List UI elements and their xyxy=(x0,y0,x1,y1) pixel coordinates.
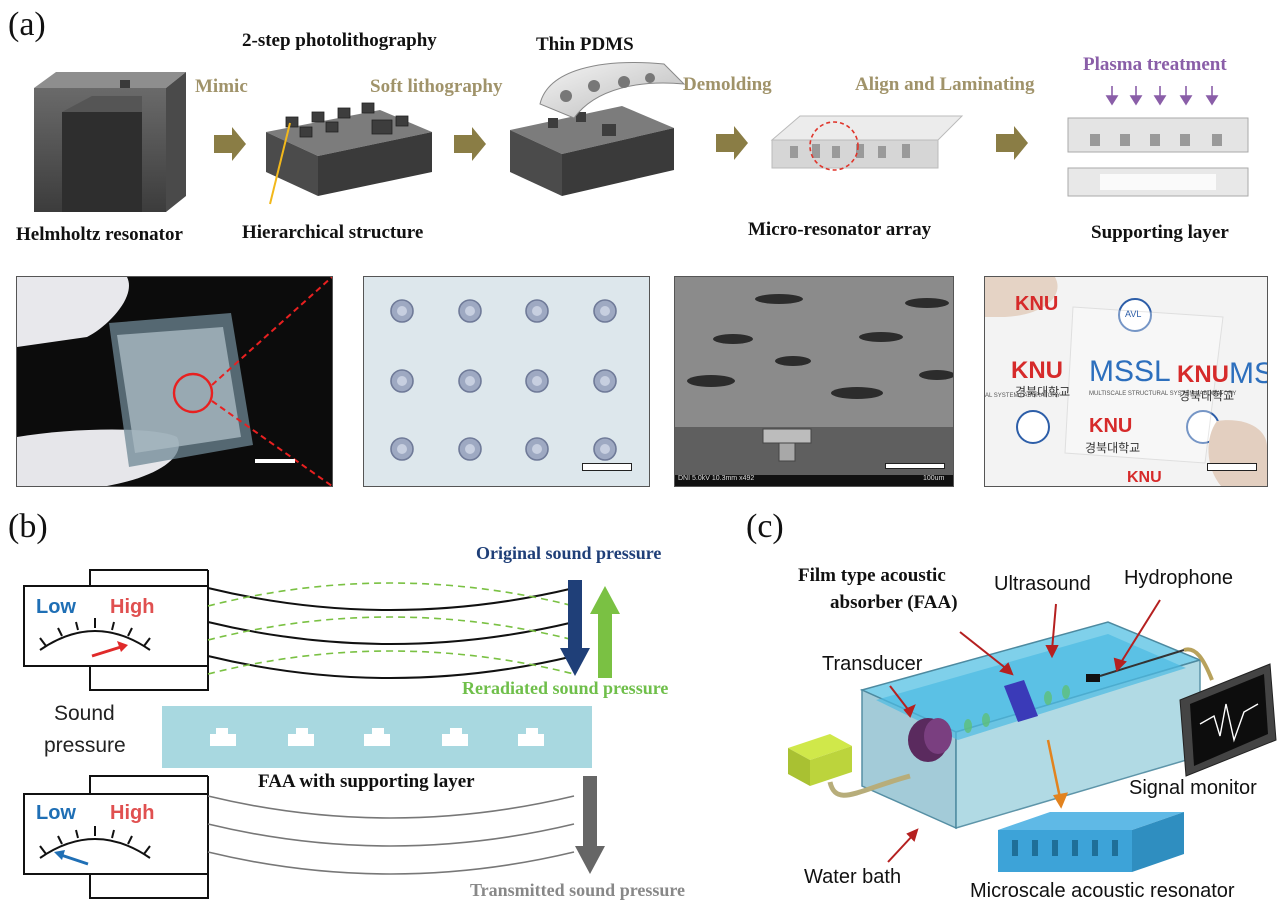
logo-background xyxy=(985,277,1267,486)
panel-b-letter: (b) xyxy=(8,508,48,545)
logo-knu-2: KNU xyxy=(1011,357,1063,384)
scale-bar xyxy=(255,459,295,463)
micrograph-dots xyxy=(390,299,617,461)
transducer-label: Transducer xyxy=(822,653,923,675)
bottom-gauge-high-label: High xyxy=(110,802,155,824)
photo-sem: DNI 5.0kV 10.3mm x492 100um xyxy=(674,276,954,487)
demolding-label: Demolding xyxy=(683,74,772,95)
panel-b-diagram xyxy=(23,569,620,899)
supporting-layer-caption: Supporting layer xyxy=(1091,222,1229,243)
hierarchical-structure-block xyxy=(266,102,432,205)
reradiated-sound-label: Reradiated sound pressure xyxy=(462,678,669,698)
mimic-label: Mimic xyxy=(195,76,248,97)
thin-pdms-block xyxy=(510,62,686,196)
sound-pressure-label-line-1: Sound xyxy=(54,702,115,725)
logo-knu-1: KNU xyxy=(1015,293,1059,315)
sem-info-right: 100um xyxy=(923,475,945,482)
logo-knu-korean-2: 경북대학교 xyxy=(1179,389,1235,403)
logo-mssl-2: MSSL xyxy=(1229,357,1267,390)
bottom-gauge-low-label: Low xyxy=(36,802,76,824)
hierarchical-caption: Hierarchical structure xyxy=(242,222,424,243)
logo-knu-korean-3: 경북대학교 xyxy=(1085,441,1141,455)
micro-array-caption: Micro-resonator array xyxy=(748,219,932,240)
logo-avl: AVL xyxy=(1125,309,1142,319)
sem-drawing xyxy=(675,277,953,486)
photo-optical-micrograph xyxy=(363,276,650,487)
microscale-resonator-label: Microscale acoustic resonator xyxy=(970,880,1235,902)
top-gauge-low-label: Low xyxy=(36,596,76,618)
ultrasound-label: Ultrasound xyxy=(994,573,1091,595)
sem-info-left: DNI 5.0kV 10.3mm x492 xyxy=(678,475,755,482)
photo-film-drawing xyxy=(17,277,332,486)
logo-lab-line-2: MULTISCALE STRUCTURAL SYSTEM LABORATORY xyxy=(1089,391,1237,397)
water-bath-label: Water bath xyxy=(804,866,902,888)
hydrophone-label: Hydrophone xyxy=(1124,567,1233,589)
supporting-layer-shape xyxy=(1067,86,1249,197)
helmholtz-caption: Helmholtz resonator xyxy=(16,224,183,245)
top-gauge-high-label: High xyxy=(110,596,155,618)
photolithography-label: 2-step photolithography xyxy=(242,30,437,51)
soft-lithography-label: Soft lithography xyxy=(370,76,503,97)
logo-knu-korean-1: 경북대학교 xyxy=(1015,385,1071,399)
panel-c-letter: (c) xyxy=(746,508,784,545)
faa-supporting-label: FAA with supporting layer xyxy=(258,771,475,792)
micro-resonator-array-shape xyxy=(770,115,964,171)
transmitted-sound-label: Transmitted sound pressure xyxy=(470,880,686,900)
panel-c-setup xyxy=(788,599,1277,872)
logo-mssl-1: MSSL xyxy=(1089,355,1171,388)
panel-a-process-drawings xyxy=(34,62,1249,212)
plasma-treatment-label: Plasma treatment xyxy=(1083,54,1227,75)
sound-pressure-label-line-2: pressure xyxy=(44,734,126,757)
film-type-label-line-1: Film type acoustic xyxy=(798,565,946,586)
thin-pdms-label: Thin PDMS xyxy=(536,34,634,55)
original-sound-label: Original sound pressure xyxy=(476,543,662,563)
align-laminating-label: Align and Laminating xyxy=(855,74,1035,95)
photo-transparent-film: KNU KNU 경북대학교 KNU 경북대학교 KNU 경북대학교 MSSL M… xyxy=(984,276,1268,487)
logo-knu-4: KNU xyxy=(1089,415,1133,437)
film-type-label-line-2: absorber (FAA) xyxy=(830,592,958,613)
logo-lab-line-1: AL SYSTEM LABORATORY xyxy=(985,393,1061,399)
photo-film-in-hand xyxy=(16,276,333,487)
signal-monitor-label: Signal monitor xyxy=(1129,777,1257,799)
scale-bar xyxy=(1207,463,1257,471)
scale-bar xyxy=(582,463,632,471)
process-arrows xyxy=(214,126,1028,161)
logo-knu-5: KNU xyxy=(1127,469,1162,486)
logo-knu-3: KNU xyxy=(1177,361,1229,388)
scale-bar xyxy=(885,463,945,469)
panel-a-letter: (a) xyxy=(8,6,46,43)
helmholtz-resonator-shape xyxy=(34,72,186,212)
